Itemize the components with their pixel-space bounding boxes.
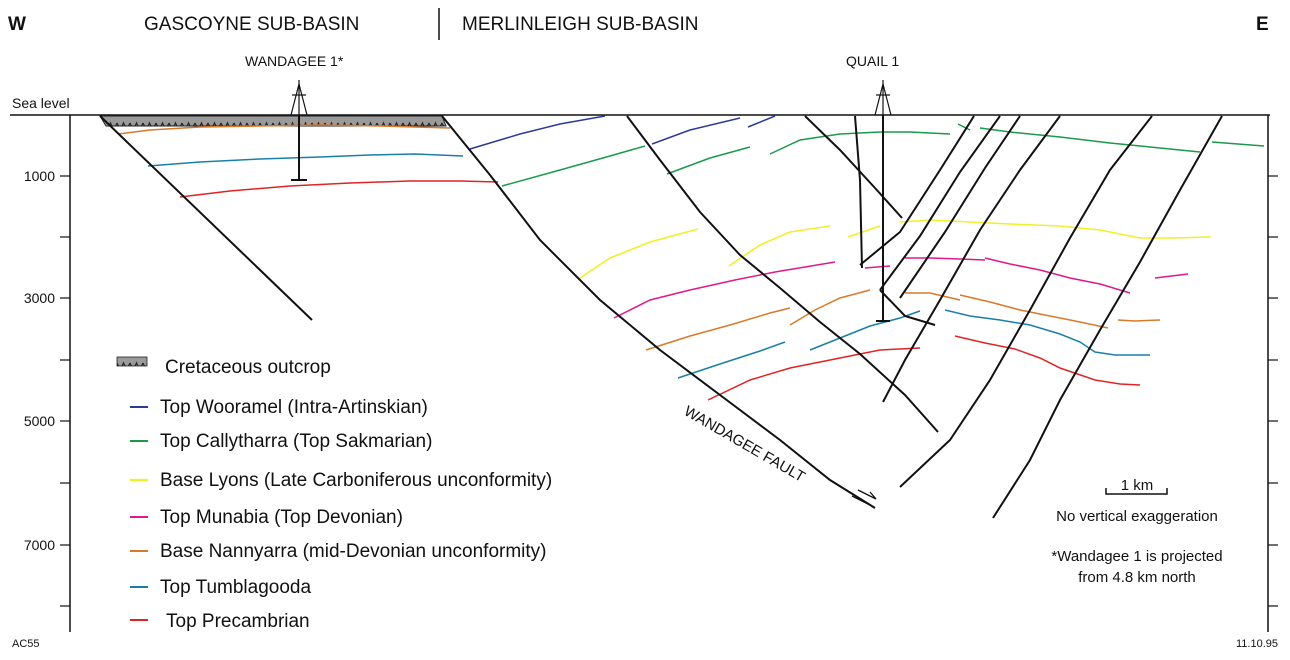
footnote-line-1: *Wandagee 1 is projected xyxy=(1051,548,1222,565)
well-wandagee-1 xyxy=(290,80,308,181)
legend-label: Top Munabia (Top Devonian) xyxy=(160,507,403,528)
depth-tick-label: 7000 xyxy=(24,537,55,553)
legend-label: Base Nannyarra (mid-Devonian unconformit… xyxy=(160,541,547,562)
depth-tick-label: 1000 xyxy=(24,168,55,184)
horizon-top-callytharra xyxy=(501,123,1265,187)
basin-left-label: GASCOYNE SUB-BASIN xyxy=(144,14,359,35)
figure-date: 11.10.95 xyxy=(1236,638,1278,650)
depth-tick-label: 3000 xyxy=(24,290,55,306)
horizon-top-wooramel xyxy=(469,115,776,150)
well-label-wandagee: WANDAGEE 1* xyxy=(245,53,344,69)
basin-right-label: MERLINLEIGH SUB-BASIN xyxy=(462,14,699,35)
wandagee-fault-label: WANDAGEE FAULT xyxy=(681,403,808,486)
depth-ticks xyxy=(60,175,1278,607)
horizon-base-lyons xyxy=(579,219,1212,279)
east-label: E xyxy=(1256,14,1269,35)
legend-label: Top Callytharra (Top Sakmarian) xyxy=(160,431,432,452)
horizon-base-nannyarra xyxy=(645,289,1161,351)
footnote-line-2: from 4.8 km north xyxy=(1078,569,1196,586)
legend-label: Top Wooramel (Intra-Artinskian) xyxy=(160,397,428,418)
legend-label: Top Tumblagooda xyxy=(160,577,311,598)
scale-bar xyxy=(1105,488,1168,495)
west-label: W xyxy=(8,14,26,35)
legend-label: Base Lyons (Late Carboniferous unconform… xyxy=(160,470,552,491)
horizon-top-precambrian xyxy=(707,335,1141,401)
cretaceous-outcrop xyxy=(99,115,447,127)
legend-swatch-cretaceous xyxy=(116,356,148,367)
vertical-exaggeration-note: No vertical exaggeration xyxy=(1056,508,1218,525)
depth-tick-label: 5000 xyxy=(24,413,55,429)
horizons-gascoyne-block xyxy=(117,124,499,198)
legend-label: Cretaceous outcrop xyxy=(165,357,331,378)
fault-movement-arrows xyxy=(851,489,877,505)
section-frame xyxy=(10,114,1270,632)
sea-level-label: Sea level xyxy=(12,95,70,111)
faults xyxy=(99,115,1223,519)
scale-bar-label: 1 km xyxy=(1121,477,1154,494)
horizon-top-munabia xyxy=(613,257,1189,319)
well-label-quail: QUAIL 1 xyxy=(846,53,899,69)
figure-code: AC55 xyxy=(12,638,40,650)
well-quail-1 xyxy=(874,80,892,322)
legend-label: Top Precambrian xyxy=(166,611,310,632)
legend: Cretaceous outcrop Top Wooramel (Intra-A… xyxy=(116,356,552,632)
